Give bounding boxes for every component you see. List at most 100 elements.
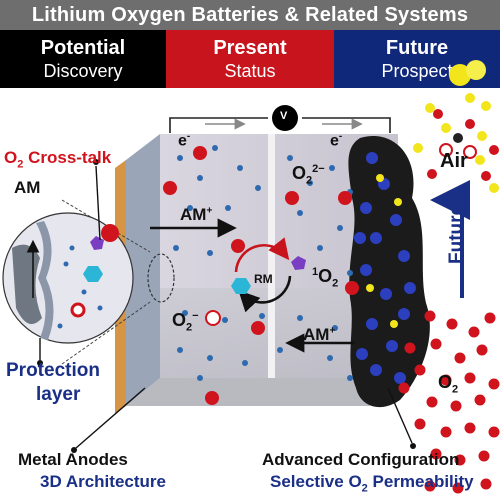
battery-diagram xyxy=(2,93,500,494)
oxygen-molecule-external xyxy=(430,338,442,350)
electrolyte-ion xyxy=(297,210,303,216)
cathode-pore xyxy=(398,308,410,320)
water-molecule xyxy=(463,145,477,159)
cathode-pore xyxy=(366,318,378,330)
electrolyte-ion xyxy=(187,205,193,211)
electrolyte-ion xyxy=(212,145,218,151)
am-plus-label-bottom: AM+ xyxy=(303,325,336,344)
oxygen-molecule-external xyxy=(480,478,492,490)
air-oxygen xyxy=(427,169,437,179)
electrolyte-ion xyxy=(222,317,228,323)
electron-label-right: e- xyxy=(330,131,343,150)
external-circuit xyxy=(169,105,391,133)
oxygen-molecule-external xyxy=(454,454,466,466)
cathode-pore xyxy=(404,282,416,294)
electrolyte-ion xyxy=(177,347,183,353)
o2-label: O2 xyxy=(438,372,459,396)
electrolyte-ion xyxy=(277,347,283,353)
cathode-pore xyxy=(394,372,406,384)
electrolyte-ion xyxy=(307,180,313,186)
air-oxygen xyxy=(481,171,491,181)
tab-potential: Potential Discovery xyxy=(0,30,166,88)
oxygen-molecule-external xyxy=(488,426,500,438)
air-molecule xyxy=(465,93,475,103)
electron-label-left: e- xyxy=(178,131,191,150)
oxygen-molecule-external xyxy=(414,418,426,430)
electrolyte-ion xyxy=(329,165,335,171)
electrolyte-ion xyxy=(207,250,213,256)
oxygen-molecule-external xyxy=(468,326,480,338)
oxygen-molecule xyxy=(205,391,219,405)
oxygen-molecule-external xyxy=(454,352,466,364)
singlet-oxygen-label: 1O2 xyxy=(312,266,339,290)
redox-mediator-label: RM xyxy=(254,272,273,286)
cell-particles xyxy=(163,145,359,405)
cell-electrolyte xyxy=(160,288,398,378)
cathode-callout-line xyxy=(387,387,413,444)
oxygen-molecule-external xyxy=(446,318,458,330)
oxygen-molecule-external xyxy=(484,312,496,324)
air-molecule xyxy=(481,101,491,111)
cathode-callout-dot xyxy=(410,443,416,449)
porous-cathode xyxy=(348,136,430,408)
cathode-pore xyxy=(386,340,398,352)
cathode-pore xyxy=(398,250,410,262)
electrolyte-ion xyxy=(197,375,203,381)
tab-future-title: Future xyxy=(385,37,449,59)
electrolyte-ion xyxy=(225,205,231,211)
oxygen-molecule xyxy=(193,146,207,160)
oxygen-molecule-external xyxy=(398,382,410,394)
cathode-pore xyxy=(390,214,402,226)
anode-callout-line xyxy=(75,387,146,449)
electrolyte-ion xyxy=(242,360,248,366)
tab-potential-subtitle: Discovery xyxy=(43,61,123,81)
cathode-pore xyxy=(370,232,382,244)
crosstalk-callout-line xyxy=(95,165,101,241)
cathode-pore xyxy=(360,202,372,214)
air-label: Air xyxy=(440,150,468,172)
peroxide-label: O22− xyxy=(292,163,325,187)
selective-permeability-label: Selective O2 Permeability xyxy=(270,472,474,495)
tab-present-subtitle: Status xyxy=(224,61,276,81)
oxygen-molecule-external xyxy=(476,344,488,356)
electrolyte-ion xyxy=(207,355,213,361)
cathode-pore xyxy=(366,152,378,164)
anode-callout-dot xyxy=(71,447,77,453)
electrolyte-ion xyxy=(347,270,353,276)
superoxide-label: O2− xyxy=(172,310,199,334)
oxygen-molecule-external xyxy=(440,374,452,386)
electrolyte-ion xyxy=(317,245,323,251)
electrolyte-ion xyxy=(255,185,261,191)
electrolyte-ion xyxy=(237,165,243,171)
oxygen-molecule-external xyxy=(488,378,500,390)
protection-layer-label-line2: layer xyxy=(36,384,81,405)
oxygen-molecule-external xyxy=(464,372,476,384)
oxygen-molecule-external xyxy=(464,422,476,434)
3d-architecture-label: 3D Architecture xyxy=(40,472,166,491)
electrolyte-ion xyxy=(332,325,338,331)
electrolyte-ion xyxy=(347,375,353,381)
air-molecule xyxy=(441,123,451,133)
voltmeter-label: V xyxy=(280,110,288,122)
cathode-pore xyxy=(370,364,382,376)
separator xyxy=(268,134,275,378)
lithium-oxide-particle xyxy=(205,310,221,326)
tab-present: Present Status xyxy=(166,30,334,88)
cathode-pore xyxy=(360,264,372,276)
catalyst-particle xyxy=(394,198,402,206)
water-molecule xyxy=(439,143,453,157)
redox-mediator-cycle xyxy=(231,237,306,313)
air-molecules xyxy=(398,93,500,494)
am-label: AM xyxy=(14,178,41,197)
catalyst-particle xyxy=(376,174,384,182)
oxygen-molecule-external xyxy=(474,394,486,406)
electrolyte-ion xyxy=(177,155,183,161)
oxygen-molecule-external xyxy=(430,448,442,460)
catalyst-particle xyxy=(390,320,398,328)
catalyst-particle xyxy=(366,284,374,292)
oxygen-molecule-external xyxy=(404,342,416,354)
air-molecule xyxy=(475,155,485,165)
electrolyte-ion xyxy=(297,315,303,321)
future-arrow-label: Future xyxy=(446,204,467,264)
